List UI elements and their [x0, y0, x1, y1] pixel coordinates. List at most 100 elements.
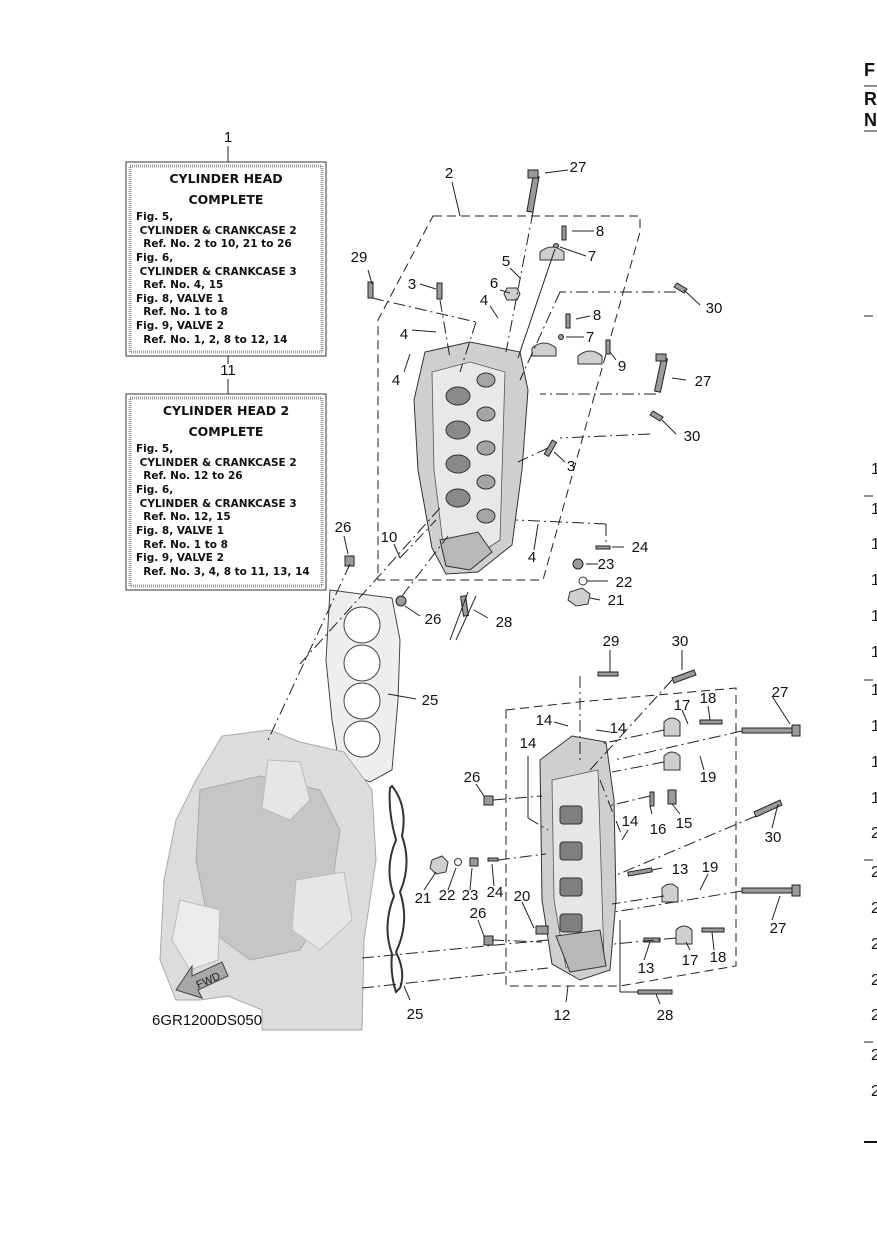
edge-row-digit: 2: [871, 1047, 877, 1064]
box-ref-number: 1: [224, 129, 232, 146]
callout-number: 30: [672, 633, 689, 650]
callout-number: 4: [480, 292, 488, 309]
head-gasket-upper: [325, 589, 401, 783]
callout-number: 7: [588, 248, 596, 265]
callout-number: 4: [392, 372, 400, 389]
box-text-line: Fig. 8, VALVE 1: [136, 525, 224, 537]
box-text-line: CYLINDER & CRANKCASE 3: [136, 266, 297, 278]
box-title-line: COMPLETE: [189, 424, 264, 439]
callout-number: 29: [603, 633, 620, 650]
box-text-line: Fig. 8, VALVE 1: [136, 293, 224, 305]
callout-number: 30: [684, 428, 701, 445]
lower-fasteners: [429, 669, 801, 995]
callout-number: 17: [682, 952, 699, 969]
callout-number: 13: [672, 861, 689, 878]
edge-row-digit: 1: [871, 572, 877, 589]
callout-number: 30: [765, 829, 782, 846]
edge-row-digit: 1: [871, 682, 877, 699]
callout-number: 23: [462, 887, 479, 904]
callout-number: 25: [422, 692, 439, 709]
callout-number: 14: [536, 712, 553, 729]
callout-number: 9: [618, 358, 626, 375]
box-text-line: Ref. No. 12 to 26: [136, 470, 243, 482]
callout-number: 27: [770, 920, 787, 937]
callout-number: 21: [608, 592, 625, 609]
box-ref-number: 11: [220, 362, 236, 379]
callout-number: 6: [490, 275, 498, 292]
edge-row-digit: 1: [871, 501, 877, 518]
callout-number: 5: [502, 253, 510, 270]
upper-cylinder-head: [413, 341, 529, 575]
callout-number: 14: [610, 720, 627, 737]
box-text-line: CYLINDER & CRANKCASE 2: [136, 457, 297, 469]
upper-fasteners: [344, 169, 688, 617]
box-text-line: Fig. 9, VALVE 2: [136, 552, 224, 564]
callout-number: 18: [710, 949, 727, 966]
edge-row-digit: 1: [871, 790, 877, 807]
edge-header-letter: R: [864, 89, 877, 109]
callout-number: 30: [706, 300, 723, 317]
callout-number: 8: [593, 307, 601, 324]
callout-number: 18: [700, 690, 717, 707]
callout-number: 12: [554, 1007, 571, 1024]
box-text-line: CYLINDER & CRANKCASE 3: [136, 498, 297, 510]
box-text-line: Ref. No. 1 to 8: [136, 539, 228, 551]
callout-box-cylinder-head: 1 CYLINDER HEAD COMPLETE Fig. 5, CYLINDE…: [125, 129, 327, 357]
edge-header-letter: F: [864, 60, 875, 80]
edge-row-digit: 1: [871, 718, 877, 735]
callout-number: 28: [496, 614, 513, 631]
callout-number: 28: [657, 1007, 674, 1024]
callout-number: 20: [514, 888, 531, 905]
edge-row-digit: 2: [871, 864, 877, 881]
box-text-line: Ref. No. 1 to 8: [136, 306, 228, 318]
lower-assembly-boundary: [505, 687, 737, 987]
callout-number: 25: [407, 1006, 424, 1023]
callout-number: 17: [674, 697, 691, 714]
diagram-code: 6GR1200DS050: [152, 1012, 262, 1029]
callout-number: 29: [351, 249, 368, 266]
edge-row-digit: 1: [871, 754, 877, 771]
callout-box-cylinder-head-2: 11 CYLINDER HEAD 2 COMPLETE Fig. 5, CYLI…: [125, 356, 327, 591]
upper-assembly-boundary: [377, 215, 641, 581]
callout-number: 23: [598, 556, 615, 573]
box-text-line: CYLINDER & CRANKCASE 2: [136, 225, 297, 237]
callout-number: 19: [702, 859, 719, 876]
callout-number: 13: [638, 960, 655, 977]
box-text-line: Ref. No. 1, 2, 8 to 12, 14: [136, 334, 287, 346]
callout-number: 26: [464, 769, 481, 786]
box-text-line: Ref. No. 4, 15: [136, 279, 223, 291]
callout-number: 16: [650, 821, 667, 838]
callout-number: 22: [439, 887, 456, 904]
box-text-line: Ref. No. 12, 15: [136, 511, 231, 523]
callout-number: 27: [695, 373, 712, 390]
callout-number: 22: [616, 574, 633, 591]
callout-number: 27: [772, 684, 789, 701]
callout-number: 24: [632, 539, 649, 556]
box-text-line: Ref. No. 2 to 10, 21 to 26: [136, 238, 292, 250]
callout-number: 4: [528, 549, 536, 566]
head-gasket-lower: [386, 784, 408, 994]
edge-row-digit: 2: [871, 1083, 877, 1100]
callout-number: 21: [415, 890, 432, 907]
edge-header-letter: N: [864, 110, 877, 130]
box-text-line: Fig. 5,: [136, 211, 173, 223]
callout-number: 19: [700, 769, 717, 786]
callout-number: 26: [470, 905, 487, 922]
leader-lines: [267, 169, 791, 1005]
callout-number: 7: [586, 329, 594, 346]
box-text-line: Fig. 6,: [136, 484, 173, 496]
callout-number: 3: [567, 458, 575, 475]
edge-row-digit: 2: [871, 825, 877, 842]
callout-number: 26: [425, 611, 442, 628]
right-edge-table-fragment: F R N 1 1 1 1 1 1 1 1 1 1 2 2 2 2 2 2 2 …: [864, 60, 877, 1143]
callout-number: 26: [335, 519, 352, 536]
box-text-line: Fig. 5,: [136, 443, 173, 455]
box-text-line: Fig. 9, VALVE 2: [136, 320, 224, 332]
edge-row-digit: 2: [871, 1007, 877, 1024]
lower-cylinder-head: [535, 735, 617, 981]
callout-number: 15: [676, 815, 693, 832]
callout-number: 8: [596, 223, 604, 240]
callout-number: 14: [622, 813, 639, 830]
edge-row-digit: 1: [871, 644, 877, 661]
